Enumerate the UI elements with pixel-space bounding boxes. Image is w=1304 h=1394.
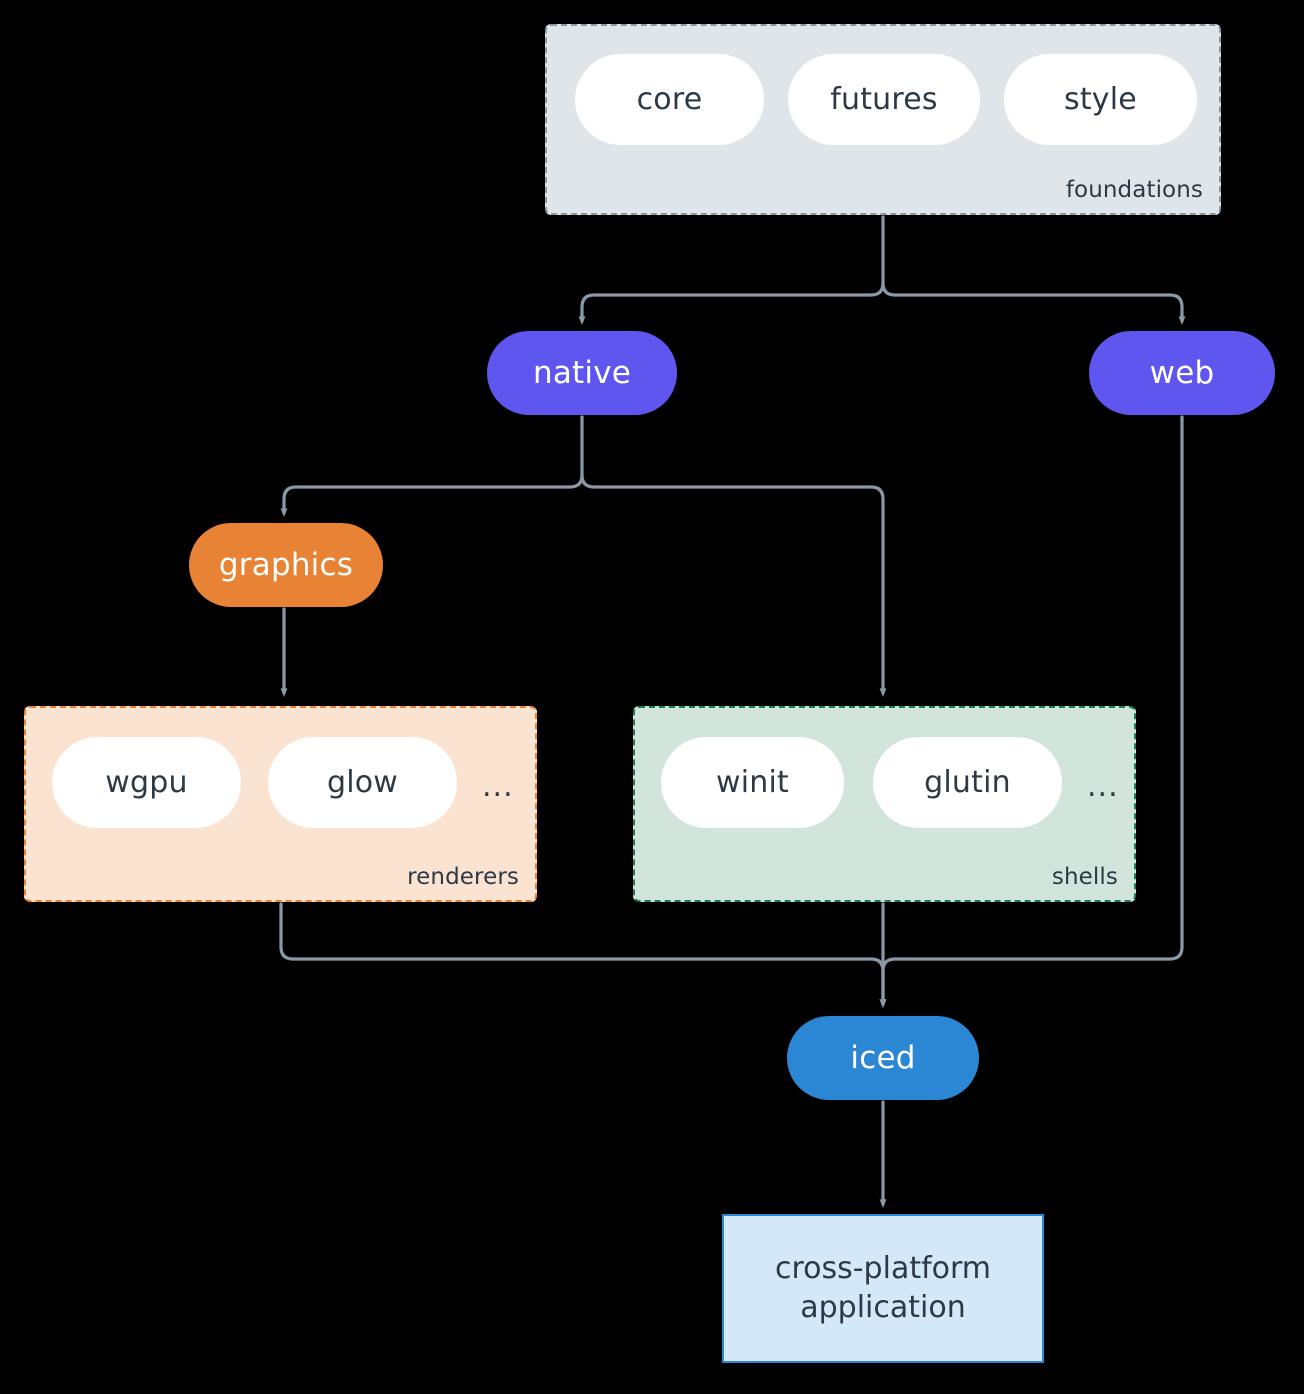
- node-glutin-label: glutin: [924, 765, 1011, 800]
- node-graphics-label: graphics: [218, 547, 354, 583]
- node-cross-platform-application[interactable]: cross-platform application: [722, 1214, 1044, 1363]
- node-glutin[interactable]: glutin: [873, 737, 1062, 828]
- renderers-ellipsis: ...: [482, 769, 514, 804]
- edge-native-graphics: [280, 473, 584, 518]
- edge-foundations-native: [578, 281, 885, 326]
- cluster-renderers-label: renderers: [407, 864, 519, 890]
- node-wgpu[interactable]: wgpu: [52, 737, 241, 828]
- node-web[interactable]: web: [1089, 331, 1275, 415]
- node-graphics[interactable]: graphics: [189, 523, 383, 607]
- node-core-label: core: [636, 82, 703, 117]
- node-native-label: native: [532, 355, 632, 391]
- edge-foundations-web: [881, 281, 1186, 326]
- node-glow[interactable]: glow: [268, 737, 457, 828]
- node-winit[interactable]: winit: [661, 737, 844, 828]
- node-wgpu-label: wgpu: [105, 765, 188, 800]
- application-line-2: application: [800, 1289, 966, 1325]
- node-style[interactable]: style: [1004, 54, 1197, 145]
- application-text-block: cross-platform application: [775, 1250, 991, 1327]
- node-native[interactable]: native: [487, 331, 677, 415]
- shells-ellipsis: ...: [1087, 769, 1119, 804]
- node-core[interactable]: core: [575, 54, 764, 145]
- cluster-foundations-label: foundations: [1065, 177, 1203, 203]
- cluster-renderers: wgpu glow ... renderers: [24, 706, 537, 902]
- node-iced-label: iced: [850, 1040, 916, 1076]
- node-futures[interactable]: futures: [788, 54, 980, 145]
- cluster-foundations: core futures style foundations: [545, 24, 1221, 215]
- cluster-shells-label: shells: [1051, 864, 1118, 890]
- cluster-shells: winit glutin ... shells: [633, 706, 1136, 902]
- node-winit-label: winit: [716, 765, 789, 800]
- edge-renderers-iced: [279, 902, 887, 1009]
- node-iced[interactable]: iced: [787, 1016, 979, 1100]
- node-glow-label: glow: [326, 765, 399, 800]
- node-web-label: web: [1149, 355, 1215, 391]
- node-style-label: style: [1064, 82, 1137, 117]
- edge-native-shells: [580, 473, 887, 698]
- node-futures-label: futures: [830, 82, 938, 117]
- application-line-1: cross-platform: [774, 1251, 992, 1287]
